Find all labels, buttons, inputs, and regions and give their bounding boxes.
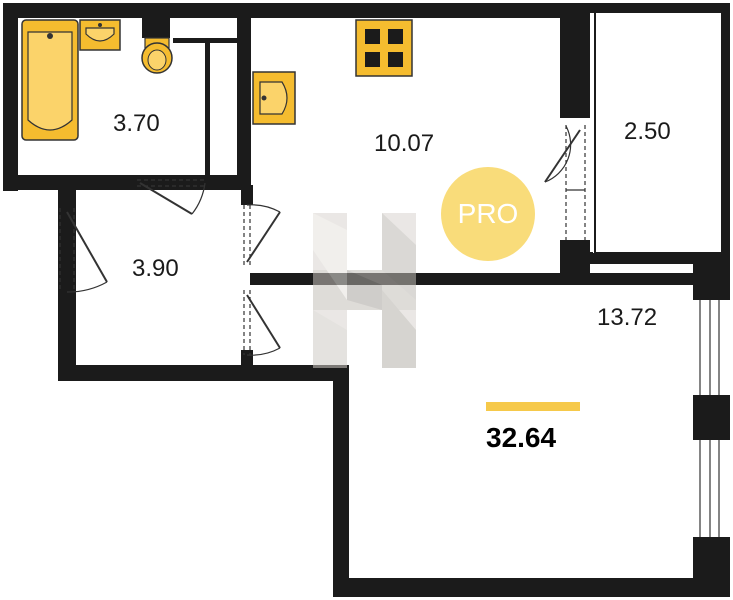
sink-icon — [79, 19, 121, 51]
area-label-hallway: 3.90 — [132, 255, 179, 282]
stove-icon — [355, 19, 413, 77]
watermark-logo-icon — [313, 213, 416, 368]
area-label-kitchen-living: 10.07 — [374, 130, 435, 157]
pro-badge: PRO — [441, 167, 535, 261]
area-label-bathroom: 3.70 — [113, 110, 160, 137]
total-area: 32.64 — [486, 422, 557, 453]
doors — [59, 125, 720, 537]
bathtub-icon — [21, 19, 79, 141]
kitchen-sink-icon — [252, 71, 296, 125]
area-label-loggia: 2.50 — [624, 118, 671, 145]
toilet-icon — [141, 18, 173, 74]
area-label-room: 13.72 — [597, 304, 658, 331]
pro-badge-label: PRO — [457, 198, 519, 229]
total-area-bar — [486, 402, 580, 411]
